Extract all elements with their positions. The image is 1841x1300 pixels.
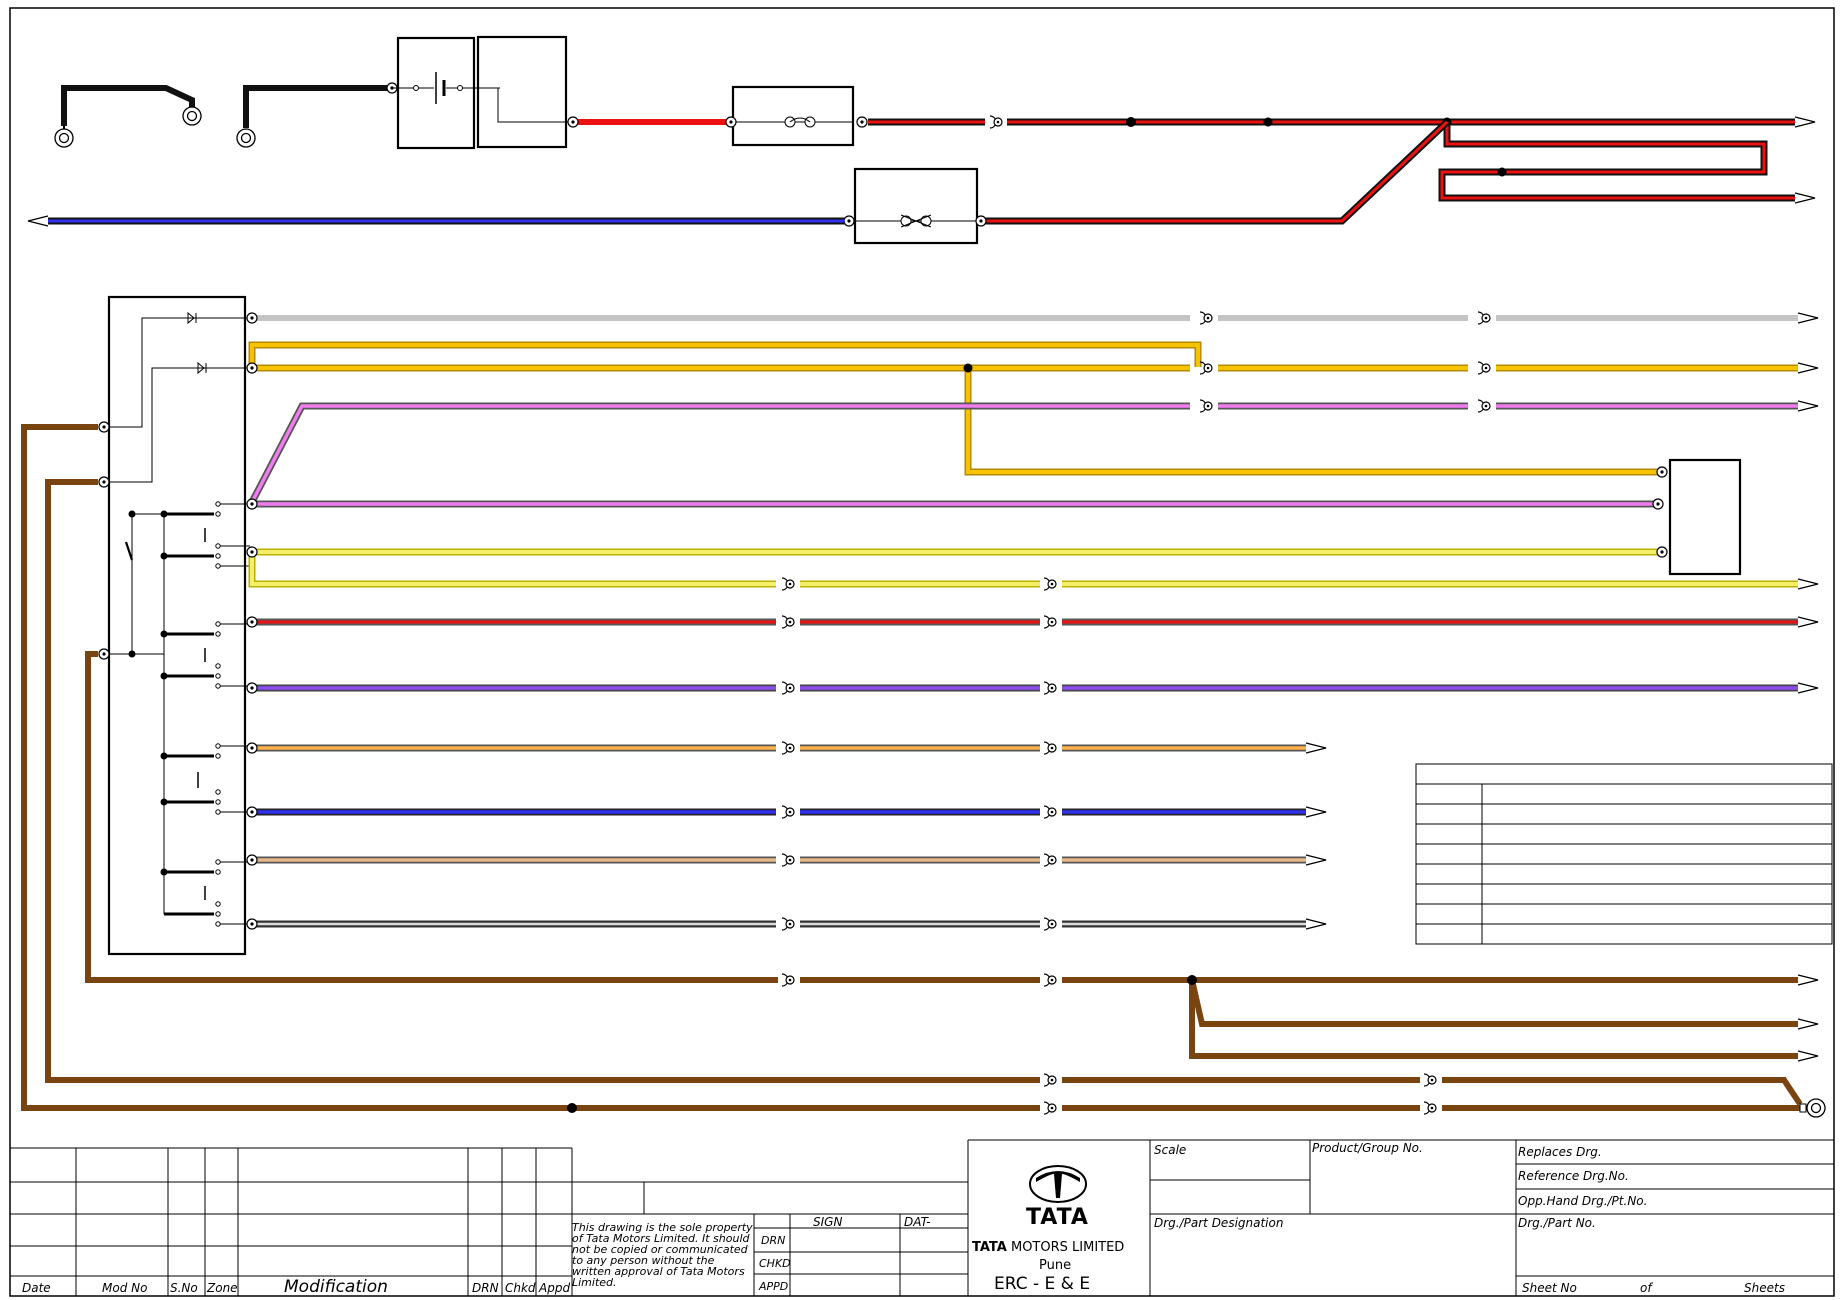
wire-black-stripe — [246, 917, 1327, 931]
approval-row-appd: APPD — [759, 1280, 789, 1293]
company-name: TATA MOTORS LIMITED — [972, 1240, 1124, 1255]
wire-red — [246, 615, 1819, 629]
rev-header-mod-no: Mod No — [102, 1281, 148, 1295]
wire-red-black-loop — [1438, 122, 1816, 204]
arrow-terminal-icon — [1797, 400, 1819, 412]
approval-row-chkd: CHKD — [759, 1257, 791, 1270]
rev-header-sno: S.No — [170, 1281, 198, 1295]
legend-table — [1415, 763, 1833, 945]
tb-part-no: Drg./Part No. — [1518, 1216, 1596, 1230]
arrow-terminal-icon — [1794, 192, 1816, 204]
tb-sheet-no: Sheet No — [1522, 1281, 1577, 1295]
rev-header-date: Date — [22, 1281, 51, 1295]
approval-row-drn: DRN — [761, 1234, 786, 1247]
ground-strap-1 — [61, 85, 195, 130]
ground-lug-icon — [1806, 1098, 1826, 1118]
tb-sheets: Sheets — [1744, 1281, 1785, 1295]
tb-replaces: Replaces Drg. — [1518, 1145, 1602, 1159]
switch-pair-1 — [164, 501, 250, 569]
ground-strap-2 — [243, 82, 398, 128]
arrow-terminal-icon — [1305, 742, 1327, 754]
revision-grid — [10, 1139, 1834, 1296]
tb-designation: Drg./Part Designation — [1154, 1216, 1284, 1230]
arrow-terminal-icon — [1305, 806, 1327, 818]
arrow-terminal-icon — [1797, 312, 1819, 324]
rev-header-drn: DRN — [472, 1281, 499, 1295]
switch-pair-4 — [164, 859, 250, 927]
wire-pink-upper — [248, 399, 1819, 504]
switch-module — [98, 295, 250, 956]
wire-brown-ground-a — [85, 651, 1798, 1059]
arrow-terminal-icon — [1797, 1018, 1819, 1030]
switch-pair-2 — [164, 621, 250, 689]
ground-lug-icon — [236, 128, 256, 148]
tata-logo-word: TATA — [1026, 1205, 1089, 1230]
arrow-terminal-icon — [1794, 116, 1816, 128]
wire-red-black-branch — [983, 119, 1450, 225]
wire-gold — [246, 341, 1819, 478]
wire-red-black-main — [868, 115, 1816, 129]
relay-box — [1668, 458, 1742, 576]
rev-header-modification: Modification — [284, 1277, 388, 1297]
company-dept: ERC - E & E — [994, 1274, 1091, 1294]
arrow-terminal-icon — [1797, 1050, 1819, 1062]
approval-date-label: DAT- — [904, 1215, 931, 1229]
arrow-terminal-icon — [1797, 362, 1819, 374]
wire-purple — [246, 681, 1819, 695]
sheet-border — [9, 7, 1835, 1297]
tb-reference: Reference Drg.No. — [1518, 1169, 1629, 1183]
battery-terminal-box — [476, 35, 574, 149]
tata-logo-icon — [1029, 1165, 1087, 1203]
tb-of: of — [1640, 1281, 1652, 1295]
ground-lug-icon — [182, 106, 202, 126]
tb-opp-hand: Opp.Hand Drg./Pt.No. — [1518, 1194, 1648, 1208]
fuse-icon — [843, 167, 987, 245]
switch-pair-3 — [164, 743, 250, 815]
wire-orange — [246, 741, 1327, 755]
tb-scale: Scale — [1154, 1143, 1187, 1157]
wire-blue — [246, 805, 1327, 819]
arrow-terminal-icon — [1305, 854, 1327, 866]
company-name-brand: TATA — [972, 1240, 1007, 1255]
ground-lug-icon — [54, 128, 74, 148]
wire-brown-ground-b — [45, 479, 1803, 1106]
wire-brown-ground-c — [21, 424, 1800, 1111]
arrow-terminal-icon — [1797, 616, 1819, 628]
wire-pink-lower — [246, 498, 1664, 510]
arrow-terminal-icon — [27, 215, 49, 227]
fuse-icon — [725, 85, 868, 147]
company-name-rest: MOTORS LIMITED — [1010, 1240, 1125, 1255]
ownership-disclaimer: This drawing is the sole property of Tat… — [572, 1221, 753, 1289]
approval-sign-label: SIGN — [813, 1215, 843, 1229]
rev-header-zone: Zone — [207, 1281, 238, 1295]
company-city: Pune — [1039, 1258, 1072, 1273]
rev-header-chkd: Chkd — [505, 1281, 536, 1295]
wire-tan — [246, 853, 1327, 867]
tb-product-group: Product/Group No. — [1312, 1141, 1423, 1155]
arrow-terminal-icon — [1305, 918, 1327, 930]
rev-header-appd: Appd — [539, 1281, 571, 1295]
arrow-terminal-icon — [1797, 974, 1819, 986]
arrow-terminal-icon — [1797, 682, 1819, 694]
wire-grey — [246, 311, 1819, 325]
wire-yellow — [246, 546, 1819, 591]
arrow-terminal-icon — [1797, 578, 1819, 590]
wire-blue-left — [27, 215, 845, 227]
battery-icon — [392, 36, 500, 150]
